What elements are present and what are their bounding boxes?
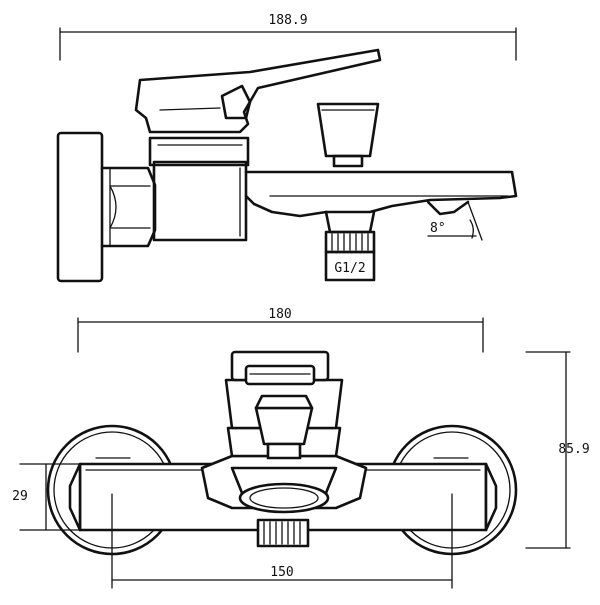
dimension-wall-depth-label: 29 xyxy=(12,489,28,504)
wall-flange xyxy=(56,131,104,283)
side-view: 188.9 xyxy=(56,13,518,283)
dimension-height xyxy=(525,351,571,549)
dimension-height-label: 85.9 xyxy=(558,442,589,457)
dimension-centers xyxy=(111,493,453,589)
angle-label: 8° xyxy=(430,221,446,236)
dimension-top-width xyxy=(59,27,517,61)
angle-annotation xyxy=(427,219,477,239)
dimension-front-width xyxy=(77,317,484,353)
valve-body xyxy=(148,136,250,242)
diverter-knob xyxy=(316,102,380,168)
diverter-knob-front xyxy=(254,394,314,460)
inlet-connector xyxy=(324,210,376,282)
center-valve-block xyxy=(200,454,368,514)
hex-nut xyxy=(100,166,157,248)
dimension-centers-label: 150 xyxy=(270,565,293,580)
outlet-thread xyxy=(256,518,310,548)
spout xyxy=(244,170,518,241)
thread-label: G1/2 xyxy=(334,261,365,276)
front-view: 180 85.9 29 xyxy=(12,307,590,589)
dimension-top-width-label: 188.9 xyxy=(268,13,307,28)
lever-handle xyxy=(134,48,382,134)
dimension-front-width-label: 180 xyxy=(268,307,291,322)
